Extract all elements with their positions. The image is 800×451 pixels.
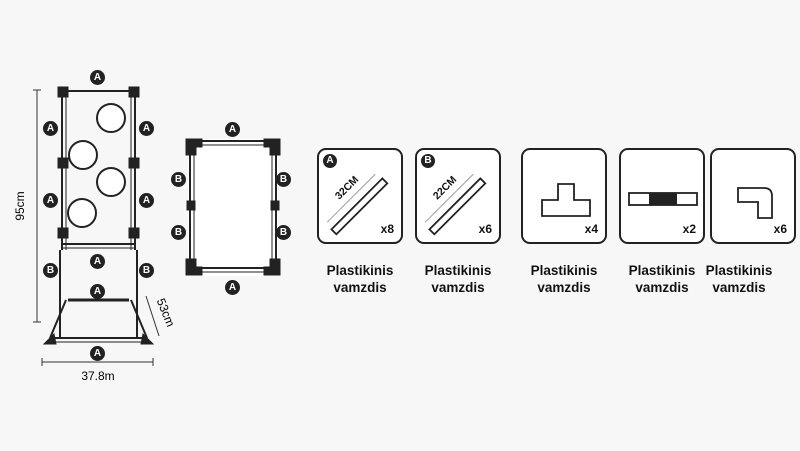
- label-b: B: [139, 263, 154, 278]
- label-a-bottom: A: [90, 346, 105, 361]
- target-hole: [96, 103, 126, 133]
- base-frame-top-view: [185, 138, 281, 276]
- label-a: A: [139, 193, 154, 208]
- part-card-pipe-b: B 22CM x6: [415, 148, 501, 244]
- label-b: B: [276, 225, 291, 240]
- part-caption-t-joint: Plastikinis vamzdis: [530, 263, 598, 295]
- width-label: 37.8m: [81, 369, 114, 383]
- elbow-icon: [737, 187, 773, 219]
- base-frame: [42, 298, 155, 345]
- part-caption-elbow: Plastikinis vamzdis: [705, 263, 773, 295]
- part-card-elbow: x6: [710, 148, 796, 244]
- target-hole: [68, 140, 98, 170]
- depth-dimension-line: [145, 295, 160, 337]
- t-joint-icon: [541, 183, 591, 217]
- target-hole: [96, 167, 126, 197]
- part-card-straight-connector: x2: [619, 148, 705, 244]
- pipe-a-icon: [326, 173, 389, 236]
- target-hole: [67, 198, 97, 228]
- part-caption-pipe-b: Plastikinis vamzdis: [424, 263, 492, 295]
- part-caption-straight-connector: Plastikinis vamzdis: [628, 263, 696, 295]
- label-b: B: [171, 225, 186, 240]
- straight-connector-icon: [628, 192, 698, 206]
- part-caption-pipe-a: Plastikinis vamzdis: [326, 263, 394, 295]
- straight-connector-qty: x2: [682, 222, 696, 236]
- pipe-b-qty: x6: [478, 222, 492, 236]
- pipe-a-qty: x8: [380, 222, 394, 236]
- pipe-b-icon: [424, 173, 487, 236]
- part-badge-a: A: [323, 154, 337, 168]
- part-badge-b: B: [421, 154, 435, 168]
- part-card-t-joint: x4: [521, 148, 607, 244]
- label-a: A: [90, 254, 105, 269]
- label-b: B: [43, 263, 58, 278]
- label-b: B: [276, 172, 291, 187]
- label-a: A: [43, 193, 58, 208]
- label-a: A: [139, 121, 154, 136]
- front-frame: [57, 86, 140, 338]
- label-a-top: A: [90, 70, 105, 85]
- label-a: A: [43, 121, 58, 136]
- part-card-pipe-a: A 32CM x8: [317, 148, 403, 244]
- t-joint-qty: x4: [584, 222, 598, 236]
- height-label: 95cm: [13, 191, 27, 220]
- elbow-qty: x6: [773, 222, 787, 236]
- label-a: A: [225, 122, 240, 137]
- depth-label: 53cm: [154, 296, 178, 328]
- label-a: A: [225, 280, 240, 295]
- label-a: A: [90, 284, 105, 299]
- label-b: B: [171, 172, 186, 187]
